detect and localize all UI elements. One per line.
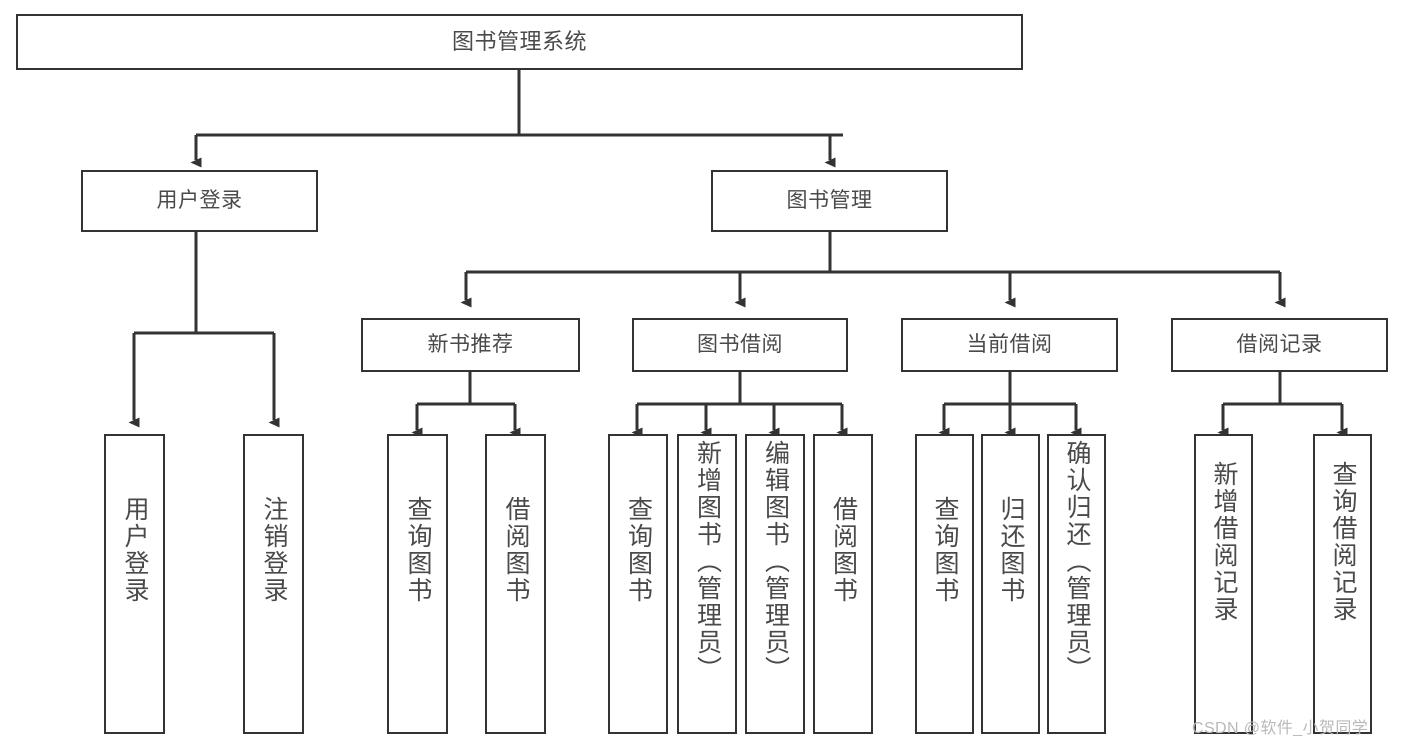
node-label: 确认归还（管理员）	[1063, 440, 1091, 683]
node-book-management[interactable]: 图书管理	[711, 170, 948, 232]
node-user-login[interactable]: 用户登录	[81, 170, 318, 232]
node-root-book-management-system[interactable]: 图书管理系统	[16, 14, 1023, 70]
leaf-borrow-books[interactable]: 借阅图书	[813, 434, 873, 734]
leaf-query-books-new[interactable]: 查询图书	[387, 434, 448, 734]
node-borrow-record[interactable]: 借阅记录	[1171, 318, 1388, 372]
leaf-query-borrow-record[interactable]: 查询借阅记录	[1313, 434, 1372, 734]
node-label: 查询图书	[404, 496, 432, 604]
leaf-confirm-return-admin[interactable]: 确认归还（管理员）	[1047, 434, 1106, 734]
leaf-logout[interactable]: 注销登录	[243, 434, 304, 734]
node-label: 当前借阅	[966, 332, 1053, 356]
leaf-user-login[interactable]: 用户登录	[104, 434, 165, 734]
node-label: 图书借阅	[697, 332, 783, 356]
node-label: 查询图书	[931, 496, 959, 604]
node-label: 借阅图书	[829, 496, 858, 604]
node-label: 新增借阅记录	[1210, 461, 1238, 623]
node-label: 借阅图书	[502, 496, 530, 604]
leaf-add-book-admin[interactable]: 新增图书（管理员）	[677, 434, 737, 734]
leaf-borrow-books-new[interactable]: 借阅图书	[485, 434, 546, 734]
csdn-watermark: CSDN @软件_小贺同学	[1192, 720, 1369, 737]
leaf-add-borrow-record[interactable]: 新增借阅记录	[1194, 434, 1253, 734]
node-label: 注销登录	[260, 496, 288, 604]
node-label: 查询借阅记录	[1329, 461, 1357, 623]
node-label: 归还图书	[997, 496, 1025, 604]
leaf-edit-book-admin[interactable]: 编辑图书（管理员）	[745, 434, 805, 734]
node-label: 借阅记录	[1236, 332, 1323, 356]
node-current-borrow[interactable]: 当前借阅	[901, 318, 1118, 372]
node-label: 查询图书	[624, 496, 653, 604]
leaf-return-books[interactable]: 归还图书	[981, 434, 1040, 734]
node-label: 用户登录	[121, 496, 149, 604]
node-label: 图书管理	[786, 188, 873, 212]
node-label: 用户登录	[156, 188, 243, 212]
node-label: 新增图书（管理员）	[693, 440, 722, 683]
node-new-book-recommend[interactable]: 新书推荐	[361, 318, 580, 372]
node-label: 新书推荐	[427, 332, 514, 356]
leaf-query-books-borrow[interactable]: 查询图书	[608, 434, 668, 734]
node-book-borrow[interactable]: 图书借阅	[632, 318, 848, 372]
leaf-query-books-current[interactable]: 查询图书	[915, 434, 974, 734]
node-label: 图书管理系统	[451, 29, 587, 55]
node-label: 编辑图书（管理员）	[761, 440, 790, 683]
